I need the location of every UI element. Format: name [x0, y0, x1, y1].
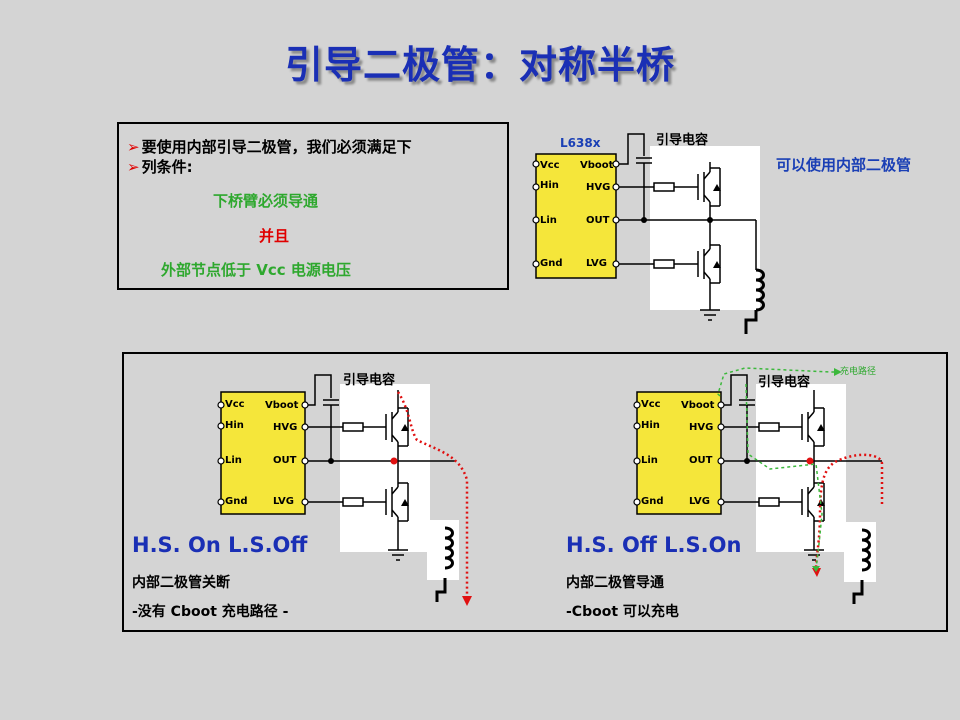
pin-out: OUT: [273, 455, 297, 466]
right-case-line-2: -Cboot 可以充电: [566, 604, 679, 620]
current-path: [814, 453, 884, 570]
pin-lin: Lin: [641, 455, 658, 466]
pin-hvg: HVG: [689, 422, 713, 433]
pin-lvg: LVG: [273, 496, 294, 507]
left-case-line-2: -没有 Cboot 充电路径 -: [132, 604, 289, 620]
left-case-title: H.S. On L.S.Off: [132, 533, 308, 557]
condition-low-side: 下桥臂必须导通: [213, 192, 319, 210]
left-case-line-1: 内部二极管关断: [132, 575, 230, 591]
pin-lin: Lin: [540, 215, 557, 226]
boot-cap-label: 引导电容: [343, 372, 395, 388]
pin-lvg: LVG: [586, 258, 607, 269]
condition-and: 并且: [259, 227, 290, 245]
pin-gnd: Gnd: [225, 496, 248, 507]
pin-vboot: Vboot: [681, 400, 715, 411]
ic-body: [535, 153, 617, 279]
pin-vboot: Vboot: [265, 400, 299, 411]
pin-lin: Lin: [225, 455, 242, 466]
top-note: 可以使用内部二极管: [776, 156, 912, 174]
pin-hvg: HVG: [273, 422, 297, 433]
conditions-box: ➢要使用内部引导二极管，我们必须满足下 ➢列条件: 下桥臂必须导通 并且 外部节…: [117, 122, 509, 290]
switch-background: [650, 146, 760, 310]
pin-hin: Hin: [641, 420, 660, 431]
top-circuit-diagram: L638x Vcc Hin Lin Gnd Vboot HVG OUT LVG …: [532, 132, 765, 334]
current-arrow-icon: [462, 596, 472, 606]
charge-arrow-icon-lower: [812, 566, 820, 572]
pin-out: OUT: [689, 455, 713, 466]
pin-hin: Hin: [540, 180, 559, 191]
switch-background: [756, 384, 846, 552]
condition-line-2: ➢列条件:: [127, 156, 193, 177]
condition-text-1: 要使用内部引导二极管，我们必须满足下: [141, 138, 412, 156]
charge-path: [717, 367, 838, 397]
condition-text-2: 列条件:: [141, 158, 193, 176]
pin-vcc: Vcc: [540, 160, 560, 171]
condition-node: 外部节点低于 Vcc 电源电压: [161, 261, 351, 279]
charge-arrow-icon: [834, 368, 842, 376]
cases-box: [122, 352, 948, 632]
pin-vcc: Vcc: [225, 399, 245, 410]
current-path: [396, 391, 469, 598]
current-arrow-icon: [812, 568, 821, 577]
pin-gnd: Gnd: [540, 258, 563, 269]
right-case-line-1: 内部二极管导通: [566, 575, 664, 591]
condition-line-1: ➢要使用内部引导二极管，我们必须满足下: [127, 136, 412, 157]
page-title: 引导二极管：对称半桥: [284, 42, 675, 87]
ic-body: [220, 391, 306, 515]
ic-body: [636, 391, 722, 515]
switch-background: [340, 384, 430, 552]
pin-vboot: Vboot: [580, 160, 614, 171]
inductor-background: [844, 522, 876, 582]
pin-vcc: Vcc: [641, 399, 661, 410]
out-node-marker: [806, 457, 814, 465]
arrow-bullet-icon: ➢: [127, 158, 140, 176]
pin-lvg: LVG: [689, 496, 710, 507]
left-case-circuit: Vcc Hin Lin Gnd Vboot HVG OUT LVG 引导电容: [217, 372, 472, 606]
right-case-title: H.S. Off L.S.On: [566, 533, 742, 557]
right-case-circuit: Vcc Hin Lin Gnd Vboot HVG OUT LVG 引导电容 充…: [633, 365, 884, 604]
pin-out: OUT: [586, 215, 610, 226]
pin-hin: Hin: [225, 420, 244, 431]
inductor-background: [427, 520, 459, 580]
pin-gnd: Gnd: [641, 496, 664, 507]
charge-path-label: 充电路径: [840, 365, 876, 377]
pin-hvg: HVG: [586, 182, 610, 193]
ic-part-label: L638x: [560, 136, 601, 150]
boot-cap-label: 引导电容: [758, 374, 810, 390]
boot-cap-label: 引导电容: [656, 132, 708, 148]
arrow-bullet-icon: ➢: [127, 138, 140, 156]
out-node-marker: [390, 457, 398, 465]
charge-path-lower: [745, 383, 823, 570]
